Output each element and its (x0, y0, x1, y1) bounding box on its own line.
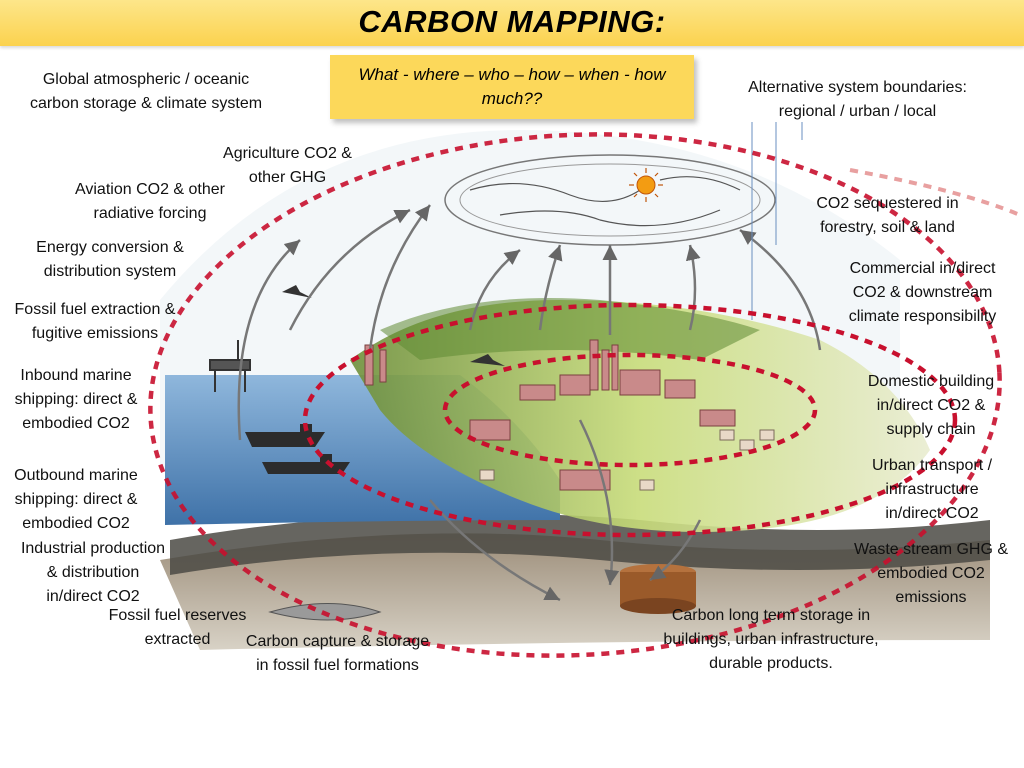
ground-layer-dark (170, 513, 990, 575)
boundary-urban (442, 352, 818, 468)
label-domestic: Domestic building in/direct CO2 & supply… (867, 373, 995, 438)
cloud-swirls (469, 176, 741, 227)
label-waste: Waste stream GHG & embodied CO2 emission… (853, 541, 1009, 606)
airplane (282, 285, 312, 298)
label-commercial: Commercial in/direct CO2 & downstream cl… (848, 260, 997, 325)
label-ccs: Carbon capture & storage in fossil fuel … (245, 633, 430, 674)
subtitle-box: What - where – who – how – when - how mu… (330, 55, 694, 119)
label-fossil-extraction: Fossil fuel extraction & fugitive emissi… (14, 301, 176, 342)
houses (479, 429, 775, 491)
airplane-small (470, 354, 505, 366)
sun-icon (629, 168, 663, 202)
label-long-term-storage: Carbon long term storage in buildings, u… (663, 607, 879, 672)
label-urban-transport: Urban transport / infrastructure in/dire… (871, 457, 993, 522)
label-sequestered: CO2 sequestered in forestry, soil & land (816, 195, 959, 236)
label-global: Global atmospheric / oceanic carbon stor… (29, 71, 263, 112)
label-outbound-shipping: Outbound marine shipping: direct & embod… (14, 467, 138, 532)
label-alt-boundaries: Alternative system boundaries: regional … (748, 79, 967, 120)
flow-arrows (237, 204, 822, 602)
title-bar: CARBON MAPPING: (0, 0, 1024, 46)
city-buildings (364, 339, 736, 491)
island-land (350, 300, 930, 532)
label-reserves: Fossil fuel reserves extracted (108, 607, 247, 648)
boundary-pointers (751, 122, 803, 320)
label-energy: Energy conversion & distribution system (36, 239, 184, 280)
label-agriculture: Agriculture CO2 & other GHG (223, 145, 352, 186)
label-industrial: Industrial production & distribution in/… (20, 540, 166, 605)
ships (245, 424, 350, 474)
boundary-regional (302, 302, 958, 538)
label-aviation: Aviation CO2 & other radiative forcing (74, 181, 225, 222)
offshore-platform (209, 340, 251, 392)
boundary-global (148, 132, 1002, 658)
page-title: CARBON MAPPING: (358, 4, 666, 39)
label-inbound-shipping: Inbound marine shipping: direct & embodi… (14, 367, 138, 432)
